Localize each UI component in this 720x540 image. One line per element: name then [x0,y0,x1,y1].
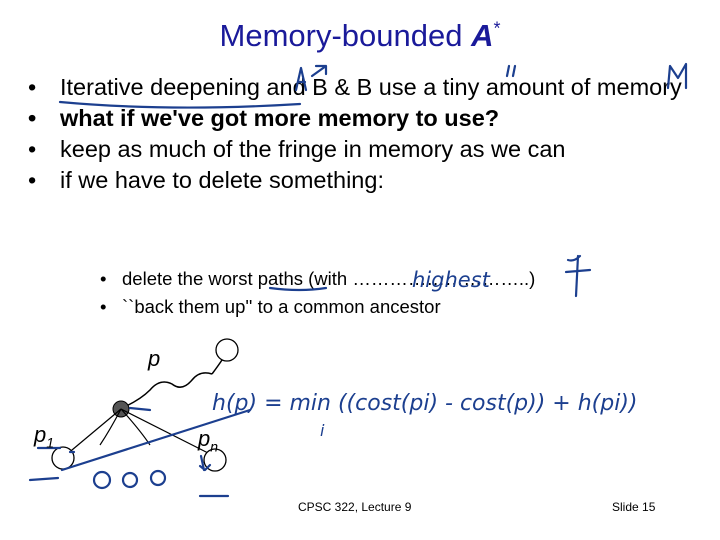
ancestor-link [211,359,223,375]
child-edge [120,408,151,446]
hand-arrow-to-pn [198,454,212,472]
node-label-pn: pn [198,426,219,455]
node-label-p1: p1 [34,422,55,451]
common-ancestor-node [112,400,130,418]
hand-node-circle [149,469,167,487]
title-a: A [471,18,494,53]
bullet-item: • keep as much of the fringe in memory a… [28,134,688,165]
bracket-line [28,446,62,482]
root-path-line [121,372,213,409]
hand-dash-by-node [128,406,152,412]
bullet-item: • what if we've got more memory to use? [28,103,688,134]
sub-bullet-list: • delete the worst paths (with ………………………… [100,265,700,321]
sub-bullet-item: • delete the worst paths (with ………………………… [100,265,700,293]
node-label-p: p [148,346,161,371]
slide-title: Memory-bounded A* [0,18,720,54]
child-node-p1 [51,446,75,470]
sub-bullet-text: delete the worst paths (with ………………………..… [122,268,536,289]
hand-node-circle [121,471,139,489]
child-edge [65,408,122,456]
handwritten-formula: h(p) = min ((cost(pi) - cost(p)) + h(pi)… [212,391,638,416]
bullet-text: what if we've got more memory to use? [60,105,500,131]
child-edge [99,408,122,446]
bullet-text: if we have to delete something: [60,167,384,193]
bullet-text: keep as much of the fringe in memory as … [60,136,566,162]
sub-bullet-text: ``back them up'' to a common ancestor [122,296,441,317]
bullet-dot: • [28,167,37,193]
bullet-dot: • [28,105,37,131]
title-star: * [493,18,501,39]
hand-node-circle [92,470,112,490]
bullet-list: • Iterative deepening and B & B use a ti… [28,72,688,196]
bullet-item: • Iterative deepening and B & B use a ti… [28,72,688,103]
bullet-dot: • [28,136,37,162]
footer-lecture: CPSC 322, Lecture 9 [298,500,412,514]
hand-slash-line [60,408,252,472]
title-text: Memory-bounded [219,18,463,53]
bullet-dot: • [100,296,107,317]
footer-slide-number: Slide 15 [612,500,656,514]
ancestor-node [215,338,239,362]
bullet-text: Iterative deepening and B & B use a tiny… [60,74,682,100]
handwritten-index-i: i [320,421,325,440]
bullet-item: • if we have to delete something: [28,165,688,196]
sub-bullet-item: • ``back them up'' to a common ancestor [100,293,700,321]
bullet-dot: • [100,268,107,289]
bullet-dot: • [28,74,37,100]
